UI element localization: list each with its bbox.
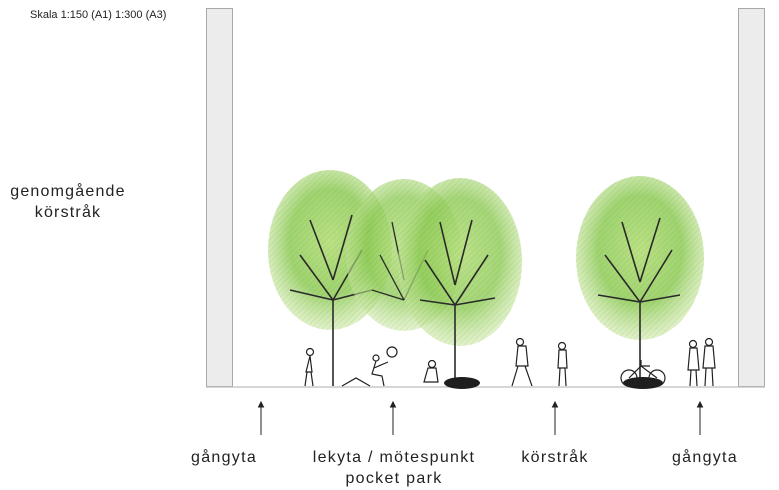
side-label-line1: genomgående [10,183,126,200]
zone-arrow-gangyta-left [257,400,265,435]
zone-label-korstrak: körstråk [505,447,605,468]
zone-label-text: gångyta [191,449,258,466]
pedestrian-icon [511,337,533,387]
side-label-line2: körstråk [34,204,102,221]
zone-arrow-lekyta [389,400,397,435]
scale-note: Skala 1:150 (A1) 1:300 (A3) [30,9,167,21]
tree-icon [576,176,704,389]
zone-arrow-gangyta-right [696,400,704,435]
zone-label-lekyta: lekyta / mötespunkt pocket park [294,447,494,489]
pedestrian-icon [557,341,568,387]
bench-icon [423,359,439,383]
zone-label-text: lekyta / mötespunkt [312,449,476,466]
building-facade-left [206,8,233,387]
side-label: genomgående körstråk [6,181,130,223]
zone-label-text2: pocket park [345,470,443,487]
zone-label-text: körstråk [521,449,589,466]
pedestrian-icon [304,347,315,387]
zone-arrow-korstrak [551,400,559,435]
building-facade-right [738,8,765,387]
zone-label-gangyta-right: gångyta [655,447,755,468]
zone-label-text: gångyta [671,449,739,466]
bicycle-icon [620,360,666,387]
pedestrian-icon [687,339,700,387]
zone-label-gangyta-left: gångyta [191,447,331,468]
pedestrian-icon [702,337,716,387]
play-equipment-icon [341,346,398,387]
tree-icon [398,178,522,389]
